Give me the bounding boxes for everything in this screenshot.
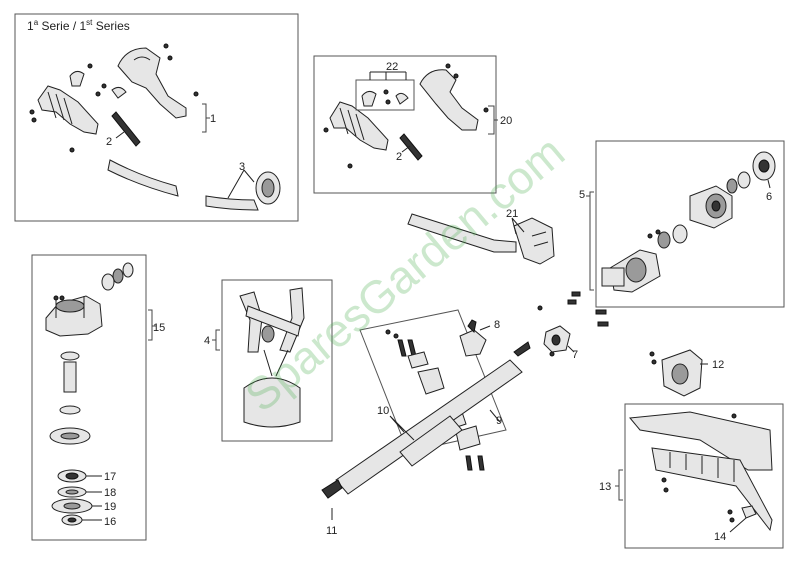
callout-19: 19 (104, 501, 116, 513)
callout-1: 1 (210, 113, 216, 125)
handle-right-half-b (419, 63, 489, 131)
gearbox-housing (45, 295, 103, 337)
bracket-4 (212, 329, 220, 351)
first-series-frame (14, 13, 299, 222)
clamp-7: 7 (537, 305, 578, 361)
callout-16: 16 (104, 516, 116, 528)
gear-head-frame (595, 140, 785, 308)
handle-right-half (117, 43, 199, 119)
callout-9: 9 (496, 415, 502, 427)
callout-8: 8 (494, 319, 500, 331)
callout-7: 7 (572, 349, 578, 361)
nut-16 (61, 514, 83, 526)
throttle-cable (111, 111, 141, 147)
callout-4: 4 (204, 335, 210, 347)
callout-17: 17 (104, 471, 116, 483)
guard-upper (629, 411, 773, 471)
leader-9 (489, 409, 501, 423)
washer-18 (57, 486, 87, 498)
leader-8 (479, 325, 491, 331)
harness-straps (239, 287, 305, 428)
loose-bolts (567, 291, 609, 327)
clutch-housing (689, 185, 733, 229)
handle-left-half (29, 85, 99, 153)
curved-handlebar (107, 159, 179, 197)
callout-3: 3 (239, 161, 245, 173)
cup-19 (51, 498, 93, 514)
leader-2 (115, 131, 125, 139)
gearbox-box: 15 17 18 19 16 (31, 254, 165, 541)
harness-frame (221, 279, 333, 442)
second-series-frame (313, 55, 497, 194)
callout-14: 14 (714, 531, 726, 543)
guard-box: 13 14 (599, 403, 784, 549)
callout-20: 20 (500, 115, 512, 127)
callout-18: 18 (104, 487, 116, 499)
bracket-22 (369, 71, 407, 80)
callout-12: 12 (712, 359, 724, 371)
watermark: SparesGarden.com (235, 125, 574, 421)
second-series-box: 22 2 20 (313, 55, 512, 194)
callout-21: 21 (506, 208, 518, 220)
drive-shaft-coupler (601, 249, 661, 293)
bracket-20 (488, 105, 498, 135)
callout-2b: 2 (396, 151, 402, 163)
guard-mount-12: 12 (649, 349, 724, 397)
shaft-kit-frame (359, 309, 507, 453)
first-series-title: 1a Serie / 1st Series (27, 18, 130, 33)
bearing-17 (57, 469, 87, 483)
drive-shaft (321, 341, 531, 499)
callout-22: 22 (386, 61, 398, 73)
handle-clamp-8: 8 (459, 319, 500, 357)
guard-lower (651, 447, 773, 532)
leader-10 (389, 415, 415, 441)
leader-14 (729, 517, 747, 533)
handle-left-half-b (323, 101, 389, 169)
gearbox-frame (31, 254, 147, 541)
harness-box: 4 (204, 279, 333, 442)
gearbox-shaft-stack (49, 351, 91, 445)
leader-21 (511, 217, 525, 235)
loop-handle-21: 21 (407, 208, 555, 265)
bracket-5 (586, 191, 594, 291)
gear-head-box: 5 6 (579, 140, 785, 308)
first-series-box: 1a Serie / 1st Series (14, 13, 299, 222)
callout-15: 15 (153, 322, 165, 334)
callout-2: 2 (106, 136, 112, 148)
callout-10: 10 (377, 405, 389, 417)
leader-7 (567, 345, 575, 353)
bracket-13 (615, 469, 623, 501)
leader-3 (227, 169, 255, 199)
trigger-set-22 (355, 79, 415, 111)
trigger-set-frame (355, 79, 415, 111)
leader-2b (401, 145, 411, 153)
callout-6: 6 (766, 191, 772, 203)
bracket-15 (148, 309, 156, 341)
leader-6 (767, 179, 771, 189)
bike-grip (205, 171, 281, 211)
callout-11: 11 (326, 525, 337, 537)
bracket-1 (202, 103, 210, 133)
callout-13: 13 (599, 481, 611, 493)
throttle-cable-b (399, 133, 423, 161)
throttle-trigger-parts (69, 63, 127, 99)
gearbox-bearings-top (101, 262, 134, 291)
callout-5: 5 (579, 189, 585, 201)
guard-frame (624, 403, 784, 549)
